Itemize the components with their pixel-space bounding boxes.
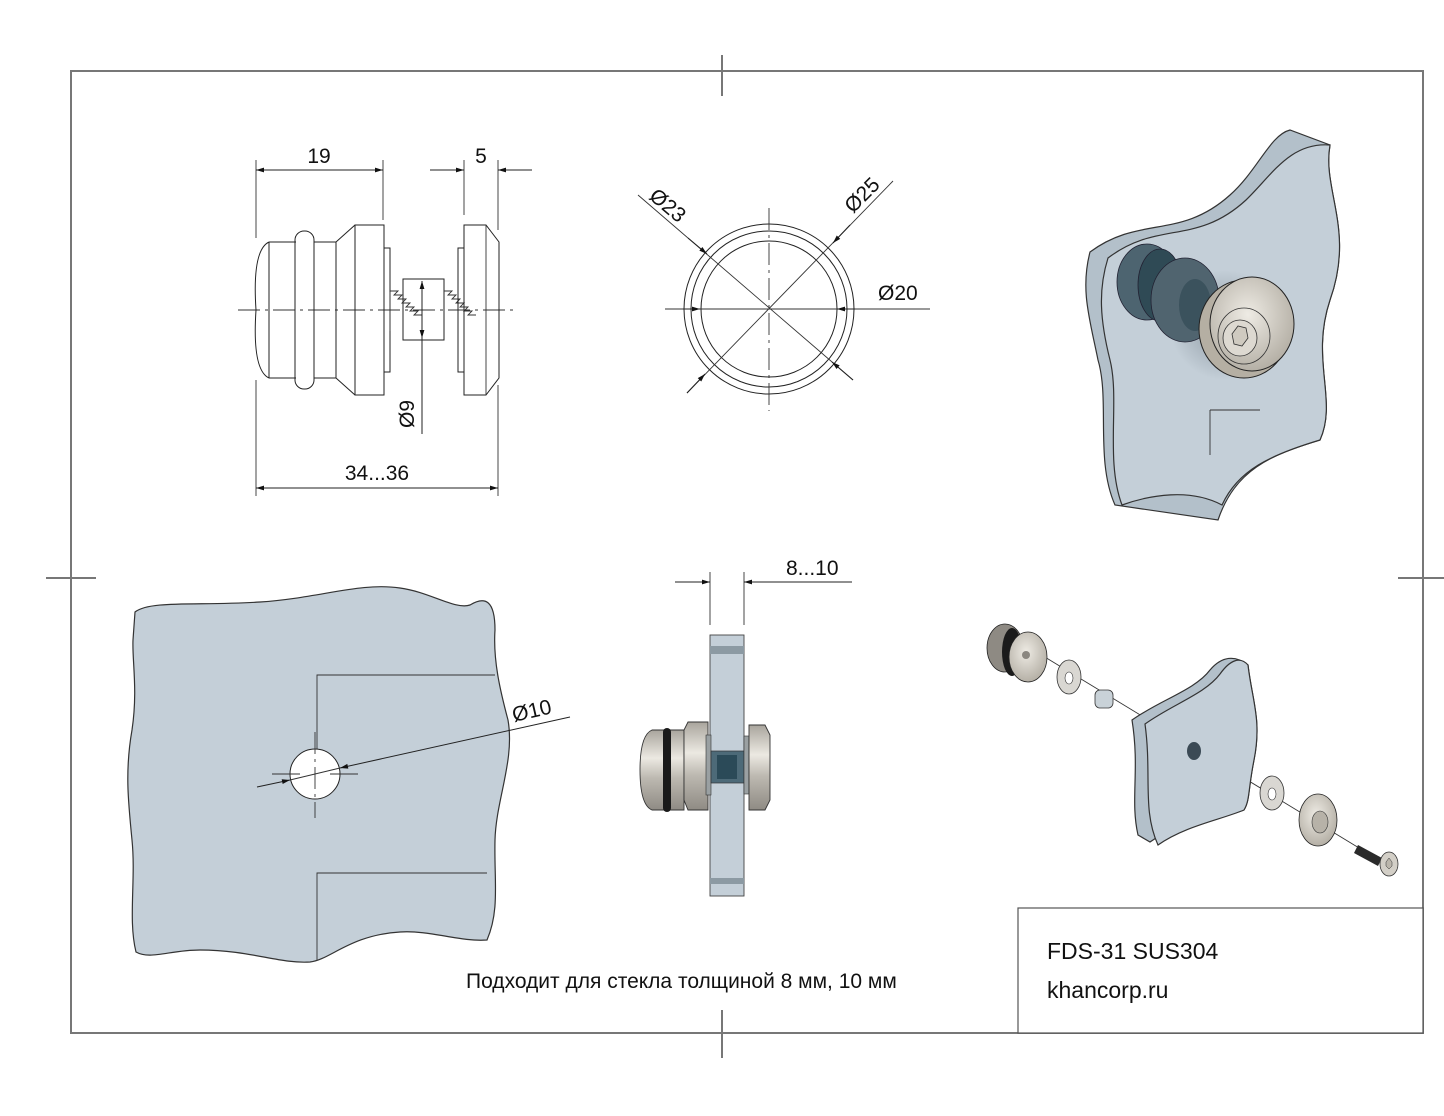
front-view: Ø23 Ø25 Ø20 xyxy=(637,173,930,411)
dim-outer-diameter: Ø25 xyxy=(840,173,884,217)
glass-hole-view: Ø10 xyxy=(127,586,571,963)
exploded-spacer xyxy=(1094,689,1114,709)
website: khancorp.ru xyxy=(1047,977,1168,1003)
section-view: 8...10 xyxy=(639,557,852,897)
model-name: FDS-31 SUS304 xyxy=(1047,938,1219,964)
side-view: Ø9 19 5 34...36 xyxy=(238,145,532,496)
title-block: FDS-31 SUS304 khancorp.ru xyxy=(1017,907,1424,1034)
dim-glass-thickness: 8...10 xyxy=(786,557,839,580)
dim-body-length: 19 xyxy=(307,145,330,168)
sheet-frame xyxy=(46,55,1444,1058)
exploded-screw xyxy=(1354,845,1382,866)
glass-thickness-note: Подходит для стекла толщиной 8 мм, 10 мм xyxy=(466,970,897,993)
dim-core-diameter: Ø20 xyxy=(878,282,918,305)
dim-cap-thickness: 5 xyxy=(475,145,487,168)
exploded-view xyxy=(986,623,1399,877)
dim-bolt-diameter: Ø9 xyxy=(396,400,419,428)
dim-total-length: 34...36 xyxy=(345,462,409,485)
isometric-assembled-view xyxy=(1085,129,1341,521)
dim-inner-diameter: Ø23 xyxy=(645,184,690,227)
exploded-body xyxy=(986,623,1048,683)
hex-socket-icon xyxy=(1231,325,1249,347)
